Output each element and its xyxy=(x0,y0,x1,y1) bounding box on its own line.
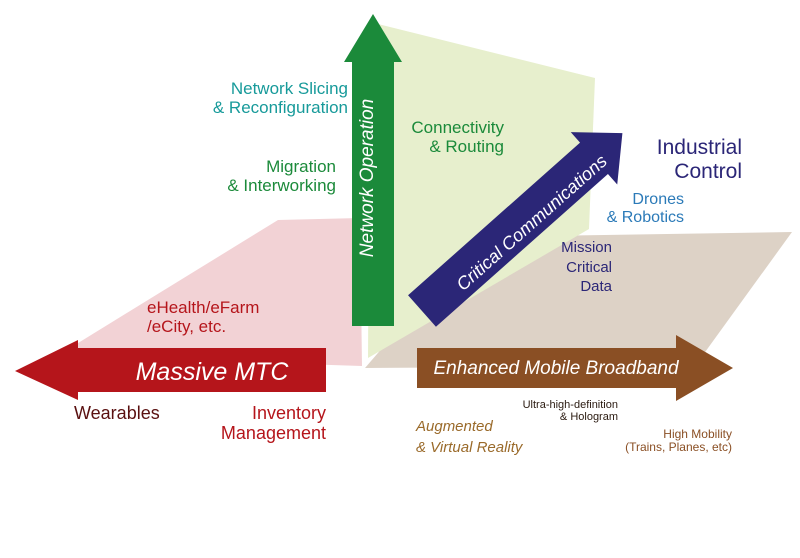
mtc-plane xyxy=(57,218,362,366)
inventory-label: Inventory Management xyxy=(220,403,326,444)
embb-arrow xyxy=(417,335,733,401)
migration-label: Migration & Interworking xyxy=(227,157,336,196)
uhd-label: Ultra-high-definition & Hologram xyxy=(522,399,618,424)
massive-mtc-arrow xyxy=(15,340,326,400)
network-slicing-label: Network Slicing & Reconfiguration xyxy=(212,79,348,118)
massive-mtc-arrow-label: Massive MTC xyxy=(136,358,290,386)
network-operation-arrow xyxy=(344,14,402,326)
drones-label: Drones & Robotics xyxy=(606,191,684,226)
high-mobility-label: High Mobility (Trains, Planes, etc) xyxy=(625,427,732,455)
mission-critical-label: Mission Critical Data xyxy=(561,239,612,295)
network-operation-arrow-label: Network Operation xyxy=(357,99,378,257)
connectivity-label: Connectivity & Routing xyxy=(411,118,504,157)
network-operation-plane xyxy=(368,22,595,358)
augmented-label: Augmented & Virtual Reality xyxy=(416,418,523,456)
wearables-label: Wearables xyxy=(74,403,160,423)
critical-communications-arrow xyxy=(408,132,623,327)
embb-arrow-label: Enhanced Mobile Broadband xyxy=(433,358,680,379)
ehealth-label: eHealth/eFarm /eCity, etc. xyxy=(147,298,260,337)
industrial-control-label: Industrial Control xyxy=(656,136,742,183)
